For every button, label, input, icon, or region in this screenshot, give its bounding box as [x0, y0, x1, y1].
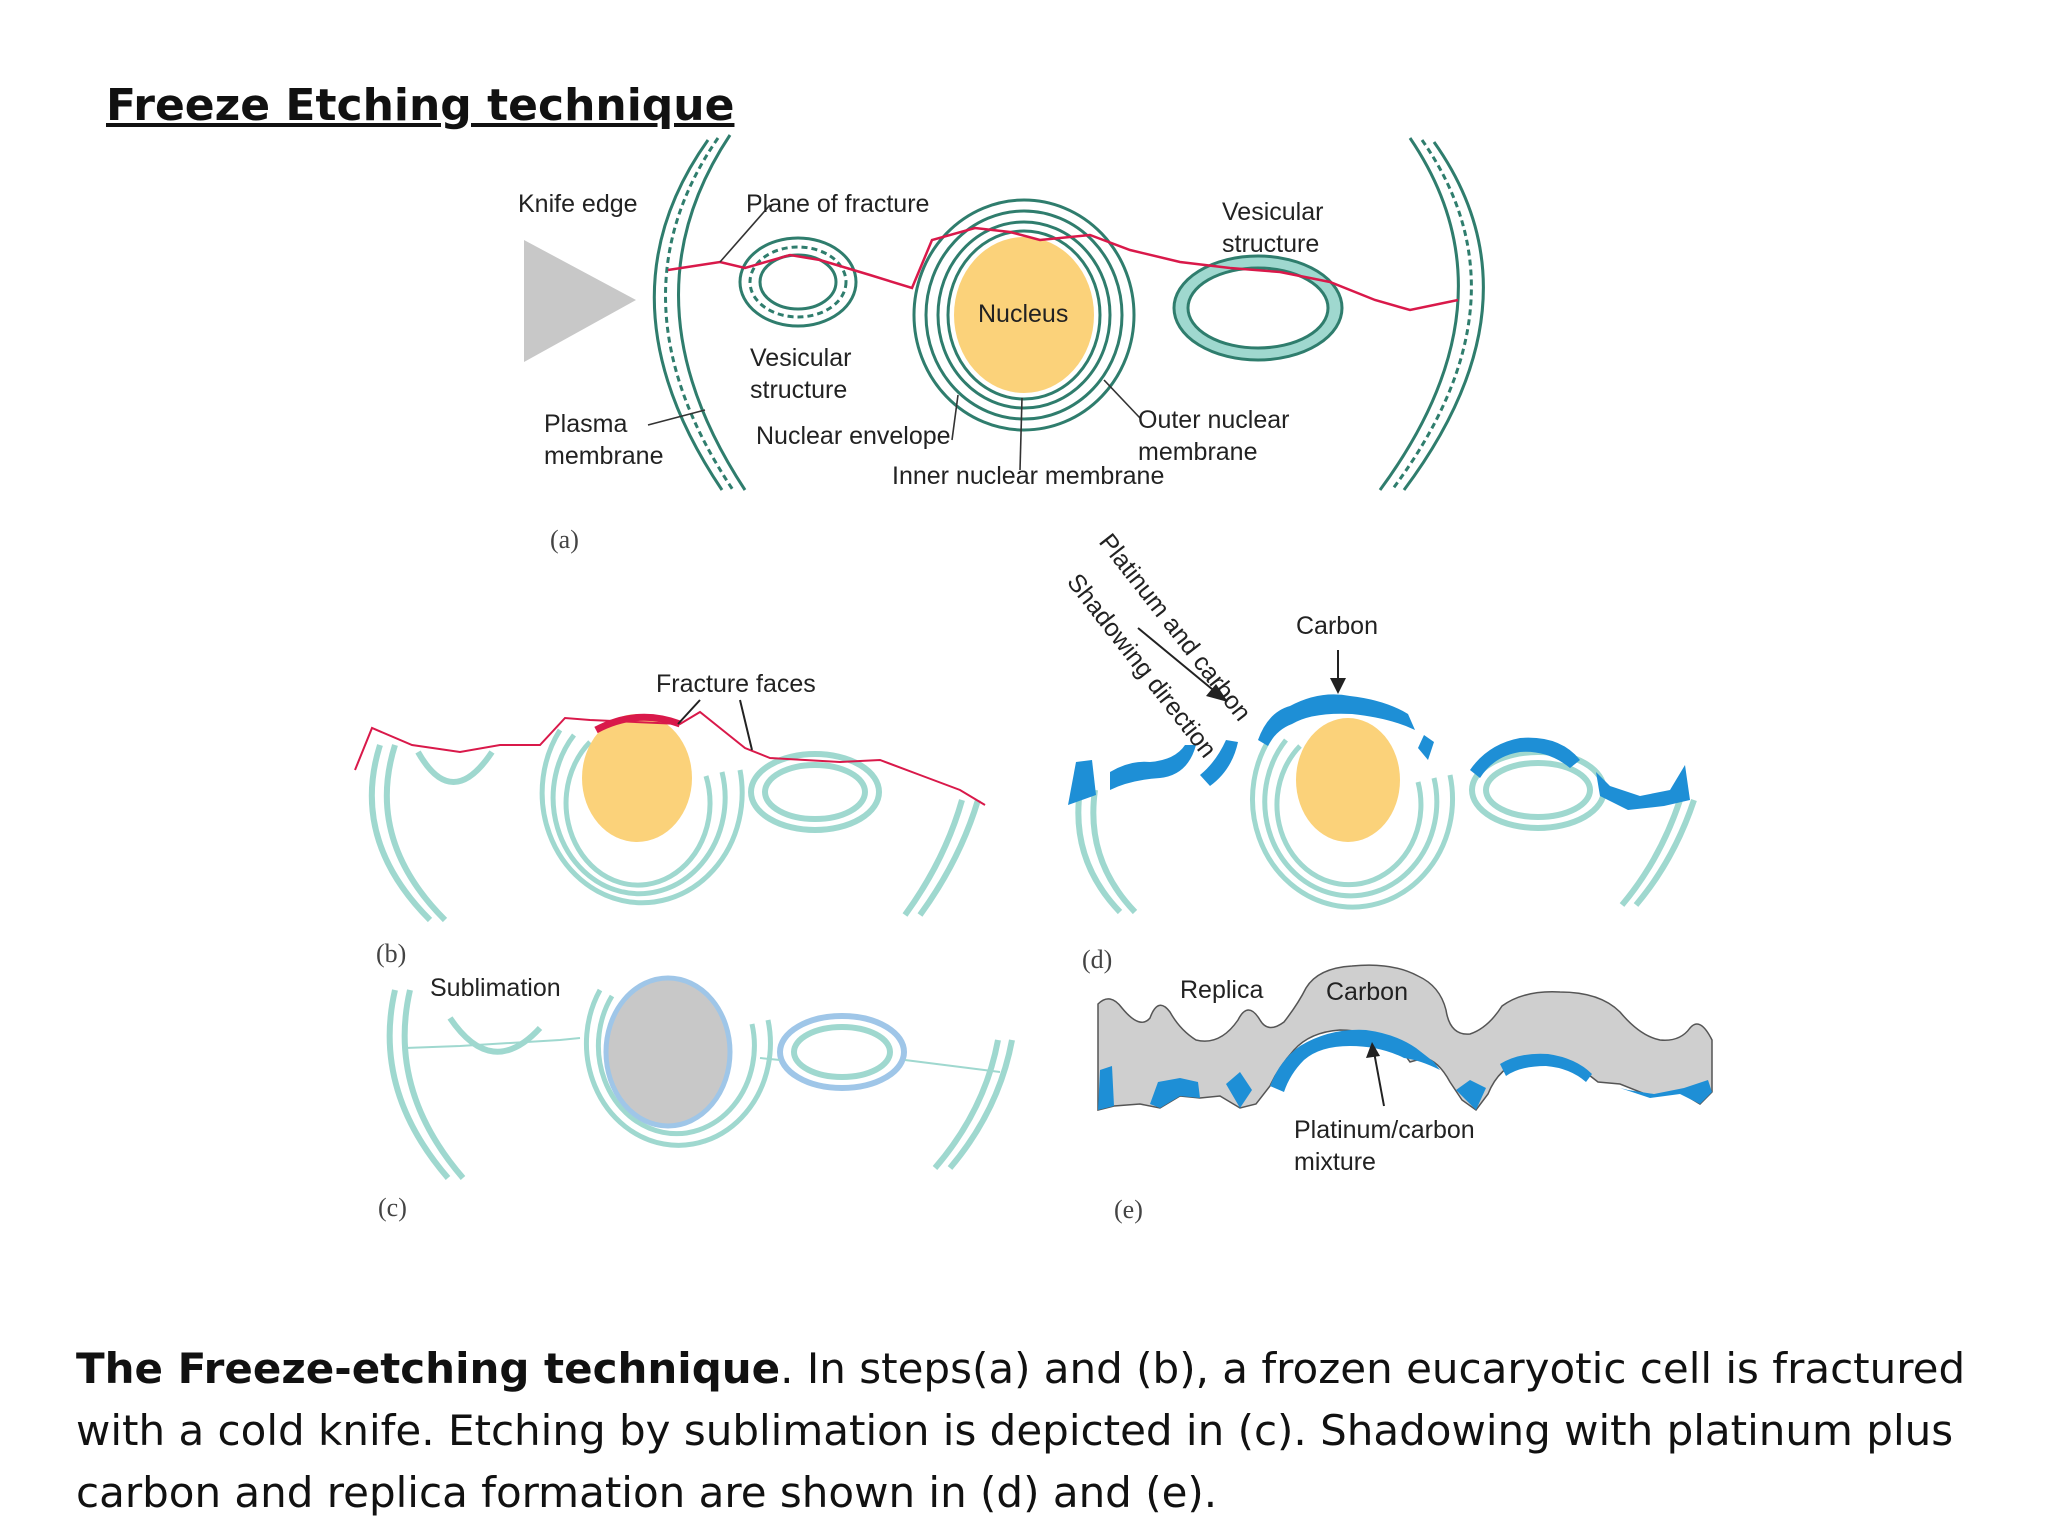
panel-e-pointer [1366, 1042, 1385, 1107]
panel-letter-c: (c) [378, 1193, 407, 1222]
label-vesicular-right-2: structure [1222, 230, 1319, 258]
panel-b-vesicle [748, 751, 882, 833]
panel-b-fracture-face-red [594, 713, 682, 734]
plasma-membrane-right [1378, 137, 1485, 491]
panel-c-ice-line [404, 1037, 1001, 1073]
label-pt-mixture-1: Platinum/carbon [1294, 1116, 1475, 1144]
panel-b-nucleus [582, 714, 692, 842]
label-vesicular-left-1: Vesicular [750, 344, 851, 372]
vesicle-right [1172, 254, 1344, 362]
label-plane-of-fracture: Plane of fracture [746, 190, 929, 218]
label-sublimation: Sublimation [430, 974, 561, 1002]
panel-c-membranes [386, 989, 1015, 1180]
label-nucleus: Nucleus [978, 300, 1068, 328]
label-outer-nuclear-2: membrane [1138, 438, 1258, 466]
label-inner-nuclear: Inner nuclear membrane [892, 462, 1164, 490]
label-vesicular-left-2: structure [750, 376, 847, 404]
panel-d: Platinum and carbon Shadowing direction … [1061, 528, 1697, 974]
panel-b: Fracture faces (b) [354, 670, 986, 968]
panel-c-nucleus-envelope [583, 988, 773, 1148]
panel-a-pointers [647, 204, 1141, 471]
panel-d-nucleus [1296, 718, 1400, 842]
knife-edge-shape [524, 240, 636, 362]
label-knife-edge: Knife edge [518, 190, 638, 218]
panel-letter-a: (a) [550, 525, 579, 554]
page-title: Freeze Etching technique [106, 80, 735, 131]
panel-letter-d: (d) [1082, 945, 1112, 974]
panel-d-arrows [1137, 627, 1346, 702]
label-plasma-membrane-1: Plasma [544, 410, 627, 438]
fracture-plane-line [667, 226, 1459, 312]
label-carbon-e: Carbon [1326, 978, 1408, 1006]
panel-c: Sublimation (c) [378, 974, 1015, 1222]
nucleus-envelope [912, 198, 1136, 432]
vesicle-left [738, 236, 858, 328]
label-vesicular-right-1: Vesicular [1222, 198, 1323, 226]
freeze-etching-diagram: Knife edge Plane of fracture Vesicular s… [354, 134, 1713, 1224]
panel-d-membranes [1075, 789, 1697, 915]
panel-b-nucleus-envelope [539, 728, 745, 906]
label-replica: Replica [1180, 976, 1263, 1004]
label-outer-nuclear-1: Outer nuclear [1138, 406, 1289, 434]
label-fracture-faces: Fracture faces [656, 670, 816, 698]
nucleus-shape [954, 237, 1094, 393]
caption-rest: . In steps(a) and (b), a frozen eucaryot… [76, 1344, 1966, 1517]
label-nuclear-envelope: Nuclear envelope [756, 422, 951, 450]
panel-b-fracture-line [354, 710, 986, 806]
panel-c-etched-nucleus [603, 975, 733, 1129]
label-pt-mixture-2: mixture [1294, 1148, 1376, 1176]
label-carbon-d: Carbon [1296, 612, 1378, 640]
panel-letter-b: (b) [376, 939, 406, 968]
panel-d-nucleus-envelope [1250, 733, 1455, 910]
panel-d-platinum-carbon-deposit [1068, 694, 1690, 810]
panel-c-vesicle [777, 1013, 907, 1091]
panel-e: Replica Carbon Platinum/carbon mixture (… [1097, 964, 1713, 1224]
panel-a: Knife edge Plane of fracture Vesicular s… [518, 134, 1485, 554]
panel-b-pointers [677, 699, 753, 751]
caption-bold: The Freeze-etching technique [76, 1344, 781, 1393]
figure-caption: The Freeze-etching technique. In steps(a… [76, 1338, 2016, 1524]
label-plasma-membrane-2: membrane [544, 442, 664, 470]
panel-b-membranes [368, 744, 981, 923]
plasma-membrane-left [652, 134, 747, 491]
panel-letter-e: (e) [1114, 1195, 1143, 1224]
panel-e-platinum-layer [1098, 1029, 1712, 1110]
